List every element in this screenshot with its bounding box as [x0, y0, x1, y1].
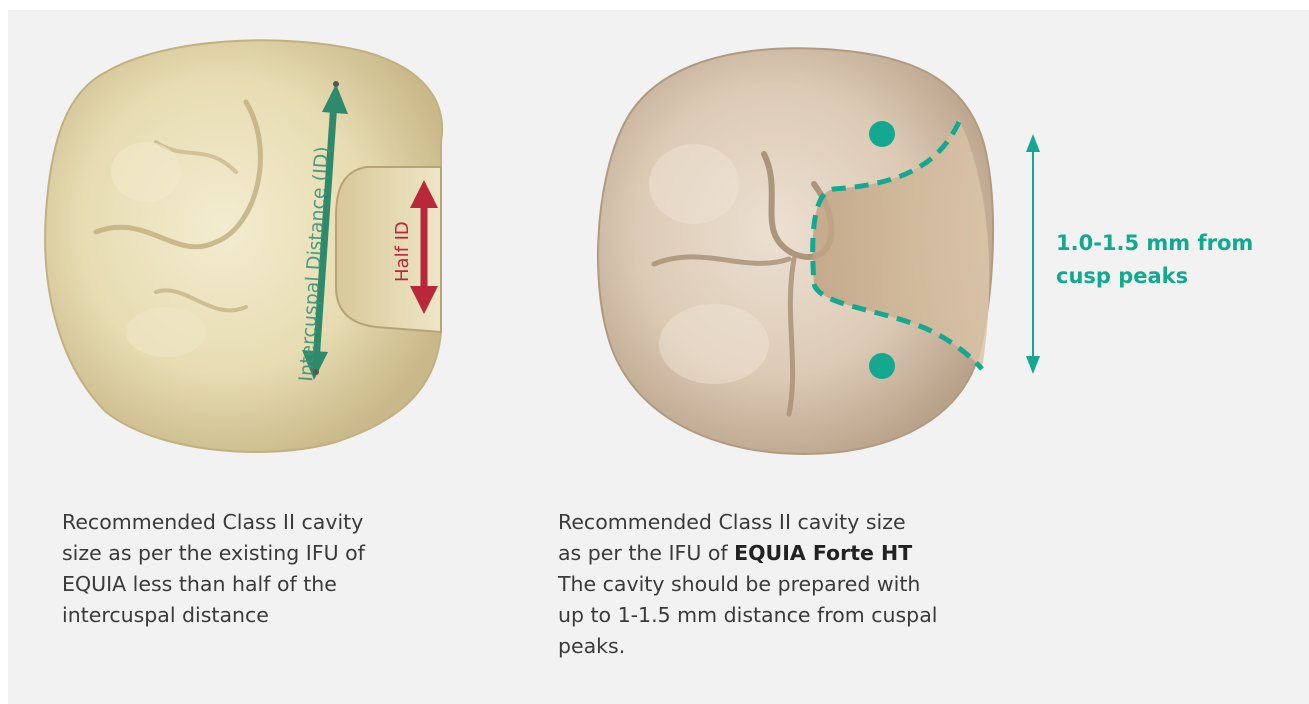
caption-line: size as per the existing IFU of: [62, 538, 422, 569]
product-name: EQUIA Forte HT: [734, 541, 912, 565]
caption-line: Recommended Class II cavity size: [558, 507, 1008, 538]
caption-line: peaks.: [558, 631, 1008, 662]
right-caption: Recommended Class II cavity size as per …: [558, 507, 1008, 662]
caption-line: The cavity should be prepared with: [558, 569, 1008, 600]
measure-label-line: 1.0-1.5 mm from: [1056, 227, 1253, 260]
caption-line: Recommended Class II cavity: [62, 507, 422, 538]
cusp-peak-dot-top: [869, 121, 895, 147]
cusp-peak-dot-bottom: [869, 353, 895, 379]
caption-line: intercuspal distance: [62, 600, 422, 631]
measure-label: 1.0-1.5 mm from cusp peaks: [1056, 227, 1253, 293]
caption-line: EQUIA less than half of the: [62, 569, 422, 600]
caption-line: up to 1-1.5 mm distance from cuspal: [558, 600, 1008, 631]
half-id-label: Half ID: [392, 221, 413, 282]
left-tooth-figure: Intercuspal Distance (ID) Half ID: [36, 32, 466, 462]
measure-label-line: cusp peaks: [1056, 260, 1253, 293]
right-tooth-figure: [584, 34, 1024, 464]
measure-arrow: [1020, 134, 1046, 374]
caption-prefix: as per the IFU of: [558, 541, 734, 565]
caption-line: as per the IFU of EQUIA Forte HT: [558, 538, 1008, 569]
left-caption: Recommended Class II cavity size as per …: [62, 507, 422, 631]
